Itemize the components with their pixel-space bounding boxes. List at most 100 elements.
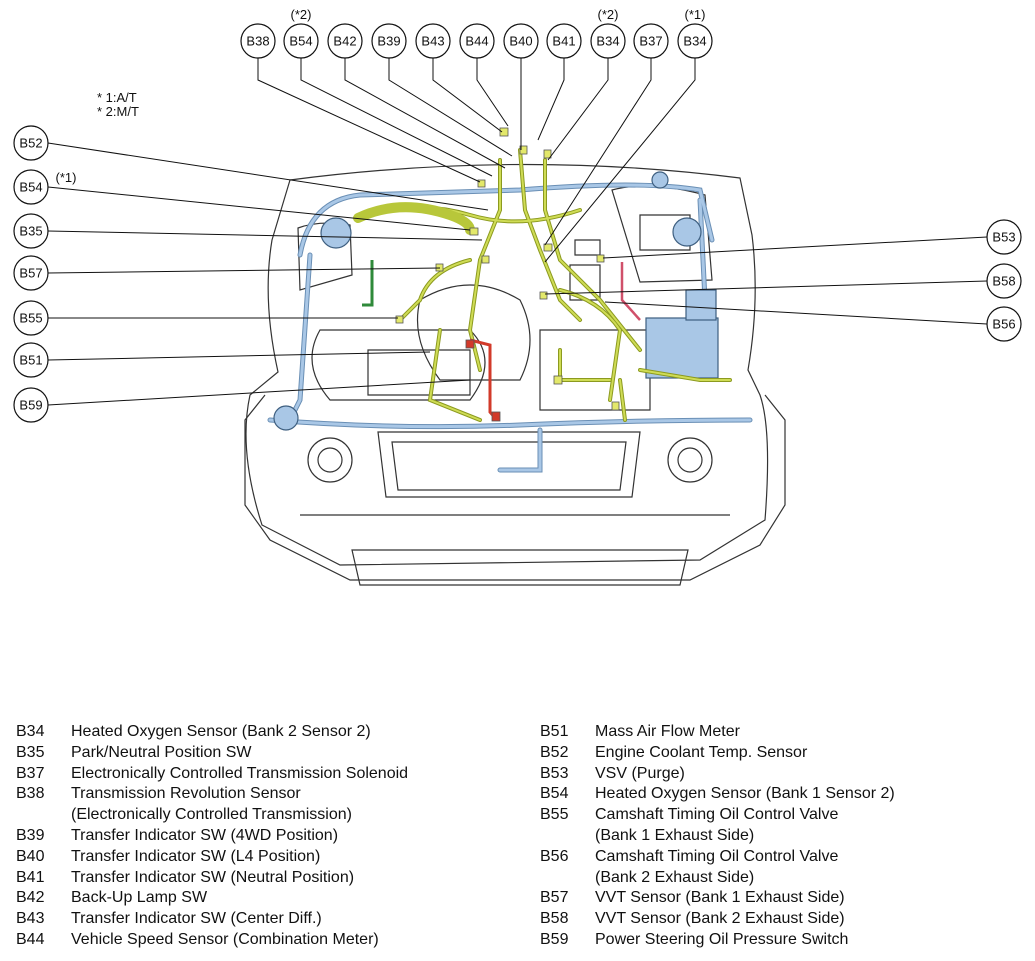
legend-description: Power Steering Oil Pressure Switch <box>595 930 849 948</box>
legend-description: (Bank 1 Exhaust Side) <box>595 826 755 844</box>
callout-b40: B40 <box>503 23 539 59</box>
callout-b51: B51 <box>13 342 49 378</box>
legend-description: Back-Up Lamp SW <box>71 889 208 907</box>
callout-b34-at: B34 <box>677 23 713 59</box>
legend-code: B58 <box>540 910 569 928</box>
legend-description: Transmission Revolution Sensor <box>71 785 301 803</box>
tag-b34-at: (*1) <box>685 7 706 22</box>
legend-code: B56 <box>540 847 569 865</box>
legend-row: B42 Back-Up Lamp SW <box>16 888 516 909</box>
svg-text:B37: B37 <box>639 34 662 49</box>
legend-code: B53 <box>540 764 569 782</box>
legend-code <box>16 805 71 826</box>
footnote-at: * 1:A/T <box>97 90 137 105</box>
connectors <box>395 127 620 422</box>
tag-b54-at: (*1) <box>56 170 77 185</box>
svg-text:B40: B40 <box>509 34 532 49</box>
svg-text:B57: B57 <box>19 266 42 281</box>
svg-text:B44: B44 <box>465 34 488 49</box>
callout-b34-mt: B34 <box>590 23 626 59</box>
tag-b34-mt: (*2) <box>598 7 619 22</box>
legend-row: B56 Camshaft Timing Oil Control Valve <box>540 847 1020 868</box>
legend-row: B35 Park/Neutral Position SW <box>16 743 516 764</box>
callout-b35: B35 <box>13 213 49 249</box>
svg-text:B56: B56 <box>992 317 1015 332</box>
tag-b54-mt: (*2) <box>291 7 312 22</box>
legend-description: Camshaft Timing Oil Control Valve <box>595 847 839 865</box>
legend-description: VSV (Purge) <box>595 764 685 782</box>
svg-text:B42: B42 <box>333 34 356 49</box>
legend-description: (Bank 2 Exhaust Side) <box>595 868 755 886</box>
legend-description: Park/Neutral Position SW <box>71 743 252 761</box>
legend-description: Transfer Indicator SW (4WD Position) <box>71 826 339 844</box>
legend-description: Transfer Indicator SW (Neutral Position) <box>71 868 355 886</box>
svg-text:B35: B35 <box>19 224 42 239</box>
callout-b39: B39 <box>371 23 407 59</box>
svg-text:B41: B41 <box>552 34 575 49</box>
callout-b43: B43 <box>415 23 451 59</box>
legend-row: B52 Engine Coolant Temp. Sensor <box>540 743 1020 764</box>
coolant-hose <box>353 202 475 235</box>
svg-text:B38: B38 <box>246 34 269 49</box>
callout-b59: B59 <box>13 387 49 423</box>
callout-b54-top: B54 <box>283 23 319 59</box>
legend-description: VVT Sensor (Bank 1 Exhaust Side) <box>595 889 845 907</box>
legend-description: Vehicle Speed Sensor (Combination Meter) <box>71 930 379 948</box>
legend-description: Heated Oxygen Sensor (Bank 1 Sensor 2) <box>595 785 895 803</box>
legend-row: B55 Camshaft Timing Oil Control Valve <box>540 805 1020 826</box>
callout-b44: B44 <box>459 23 495 59</box>
legend-code: B52 <box>540 743 569 761</box>
legend-row: (Bank 2 Exhaust Side) <box>540 868 1020 889</box>
legend-description: Electronically Controlled Transmission S… <box>71 764 409 782</box>
svg-text:B52: B52 <box>19 136 42 151</box>
callout-b52: B52 <box>13 125 49 161</box>
legend-code: B34 <box>16 723 45 740</box>
legend-code: B57 <box>540 889 569 907</box>
legend-code <box>540 826 595 847</box>
legend-code: B42 <box>16 889 45 907</box>
legend-description: Transfer Indicator SW (Center Diff.) <box>71 910 322 928</box>
legend-code: B35 <box>16 743 45 761</box>
legend-description: Transfer Indicator SW (L4 Position) <box>71 847 321 865</box>
footnote-mt: * 2:M/T <box>97 104 139 119</box>
green-line <box>362 260 374 307</box>
legend-code: B51 <box>540 723 569 740</box>
legend-description: Camshaft Timing Oil Control Valve <box>595 806 839 824</box>
callout-b42: B42 <box>327 23 363 59</box>
legend-code: B55 <box>540 806 569 824</box>
svg-text:B39: B39 <box>377 34 400 49</box>
round-components <box>273 171 702 431</box>
legend-row: (Bank 1 Exhaust Side) <box>540 826 1020 847</box>
svg-text:B43: B43 <box>421 34 444 49</box>
callout-b38: B38 <box>240 23 276 59</box>
legend-code: B38 <box>16 785 45 803</box>
svg-text:B34: B34 <box>683 34 706 49</box>
engine-bay-diagram: B38 B54 B42 B39 B43 B44 B40 B41 B34 B37 … <box>13 7 1022 586</box>
callout-b54-left: B54 <box>13 169 49 205</box>
svg-text:B58: B58 <box>992 274 1015 289</box>
svg-text:B53: B53 <box>992 230 1015 245</box>
callout-b55: B55 <box>13 300 49 336</box>
svg-text:B51: B51 <box>19 353 42 368</box>
legend-description: Engine Coolant Temp. Sensor <box>595 743 808 761</box>
legend-description: (Electronically Controlled Transmission) <box>71 806 352 824</box>
svg-text:B55: B55 <box>19 311 42 326</box>
legend-row: B38 Transmission Revolution Sensor <box>16 784 516 805</box>
callout-b56: B56 <box>986 306 1022 342</box>
legend-code: B40 <box>16 847 45 865</box>
wiring-harness-inner <box>369 149 731 421</box>
legend-code: B37 <box>16 764 45 782</box>
legend-code <box>540 868 595 889</box>
footnotes: * 1:A/T * 2:M/T <box>97 91 139 119</box>
legend-code: B39 <box>16 826 45 844</box>
svg-text:B54: B54 <box>289 34 312 49</box>
